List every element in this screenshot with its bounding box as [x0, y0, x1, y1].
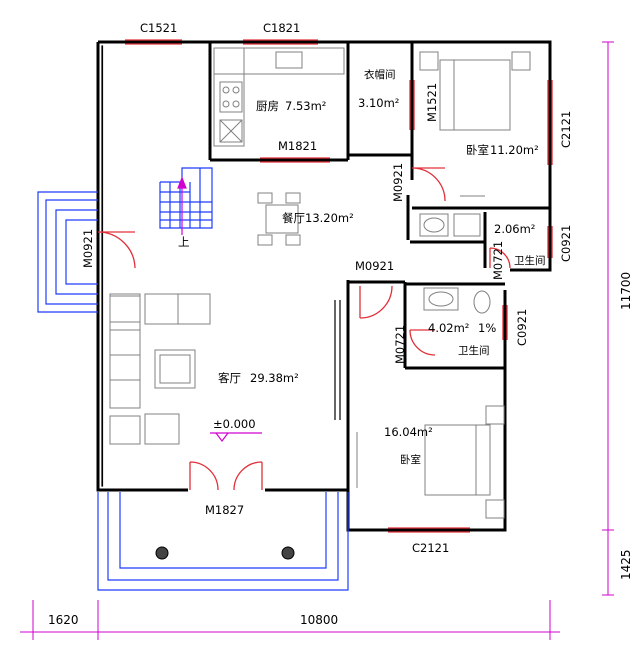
window-c0921-bath — [502, 305, 508, 340]
closet-area: 3.10m² — [358, 96, 399, 110]
label-m0721-lower: M0721 — [393, 325, 407, 364]
bath-upper-area: 2.06m² — [494, 222, 535, 236]
room-labels: 厨房 7.53m² 衣帽间 3.10m² 卧室 11.20m² 餐厅 13.20… — [178, 68, 546, 466]
master-bedroom-name: 卧室 — [466, 143, 489, 157]
kitchen-name: 厨房 — [256, 99, 279, 113]
bedroom-nightstand-1 — [485, 405, 505, 425]
porch-bottom — [97, 492, 349, 591]
window-c1521 — [125, 39, 182, 45]
label-c1821: C1821 — [263, 21, 300, 35]
porch-columns — [155, 546, 295, 560]
door-m0921-closet-swing — [411, 167, 446, 202]
dim-width-main: 10800 — [300, 613, 338, 627]
bedroom-area: 16.04m² — [384, 425, 433, 439]
bath-lower-name: 卫生间 — [458, 344, 490, 357]
kitchen-counter-top — [213, 47, 345, 75]
dim-height-porch: 1425 — [619, 549, 633, 580]
stair-arrow — [177, 176, 187, 235]
closet-name: 衣帽间 — [364, 68, 396, 81]
label-c0921-bath: C0921 — [515, 309, 529, 346]
living-name: 客厅 — [218, 371, 241, 385]
label-c1521: C1521 — [140, 21, 177, 35]
master-bedroom-area: 11.20m² — [490, 143, 539, 157]
bath-lower-area: 4.02m² — [428, 321, 469, 335]
dimension-labels: 11700 1425 1620 10800 — [48, 272, 633, 627]
door-m0921-left-swing — [97, 231, 136, 269]
lower-bath-toilet — [473, 290, 491, 314]
door-m1521-frame — [409, 80, 415, 130]
living-area: 29.38m² — [250, 371, 299, 385]
opening-labels: C1521 C1821 M1821 M1827 C2121 M0921 M152… — [81, 21, 573, 555]
window-c2121-bottom — [388, 527, 470, 533]
kitchen-sink — [275, 51, 303, 69]
window-c0921-right — [547, 226, 553, 258]
armchair-top — [109, 293, 141, 323]
dim-width-porch: 1620 — [48, 613, 79, 627]
level-mark — [210, 432, 262, 442]
label-m1821: M1821 — [278, 139, 317, 153]
kitchen-area: 7.53m² — [285, 99, 326, 113]
wall-inner-line-left — [101, 45, 104, 487]
dim-height-total: 11700 — [619, 272, 633, 310]
furniture — [109, 47, 531, 519]
level-label: ±0.000 — [213, 417, 256, 431]
master-bed — [439, 59, 511, 131]
label-m0921-closet: M0921 — [391, 163, 405, 202]
armchair-bottom — [109, 415, 141, 445]
label-m1521: M1521 — [425, 83, 439, 122]
label-m1827: M1827 — [205, 503, 244, 517]
outer-wall-top — [98, 40, 552, 272]
bedroom-nightstand-2 — [485, 499, 505, 519]
staircase — [159, 167, 213, 229]
dining-table — [265, 204, 299, 234]
kitchen-counter — [213, 47, 245, 147]
porch-left — [37, 191, 98, 313]
door-m0721-upper-swing — [489, 247, 511, 269]
window-c1821 — [243, 39, 318, 45]
doors — [97, 167, 511, 491]
label-m0721-upper: M0721 — [491, 241, 505, 280]
stair-label: 上 — [178, 235, 190, 249]
dining-name: 餐厅 — [282, 211, 305, 225]
dimension-lines — [20, 41, 614, 640]
label-m0921-left: M0921 — [81, 229, 95, 268]
master-nightstand-1 — [419, 51, 439, 71]
window-c2121-right — [547, 80, 553, 165]
coffee-table — [154, 349, 196, 389]
bedroom-bed — [424, 424, 491, 496]
door-m0721-lower-swing — [409, 329, 436, 356]
windows — [125, 39, 553, 533]
label-c2121-right: C2121 — [559, 111, 573, 148]
outer-wall-top-left — [96, 42, 188, 492]
master-nightstand-2 — [511, 51, 531, 71]
label-c2121-bottom: C2121 — [412, 541, 449, 555]
bedroom-name: 卧室 — [400, 453, 421, 466]
column-left — [155, 546, 169, 560]
upper-bath-basin — [419, 213, 449, 237]
stove — [219, 81, 243, 113]
fridge — [219, 119, 243, 143]
door-m1821-frame — [260, 157, 330, 163]
thin-walls — [101, 45, 341, 487]
door-m1827-left-leaf — [189, 461, 219, 491]
door-m1827-right-leaf — [233, 461, 263, 491]
column-right — [281, 546, 295, 560]
sofa-left — [109, 295, 141, 409]
dining-area: 13.20m² — [305, 211, 354, 225]
upper-bath-shower — [453, 213, 481, 237]
label-m0921-bed: M0921 — [355, 259, 394, 273]
bath-lower-slope: 1% — [478, 321, 496, 335]
walls — [96, 40, 552, 532]
bath-upper-name: 卫生间 — [514, 254, 546, 267]
armchair-bottom-2 — [144, 413, 180, 445]
label-c0921-right: C0921 — [559, 225, 573, 262]
lower-bath-basin — [423, 287, 459, 311]
door-m0921-bed-swing — [359, 285, 393, 319]
